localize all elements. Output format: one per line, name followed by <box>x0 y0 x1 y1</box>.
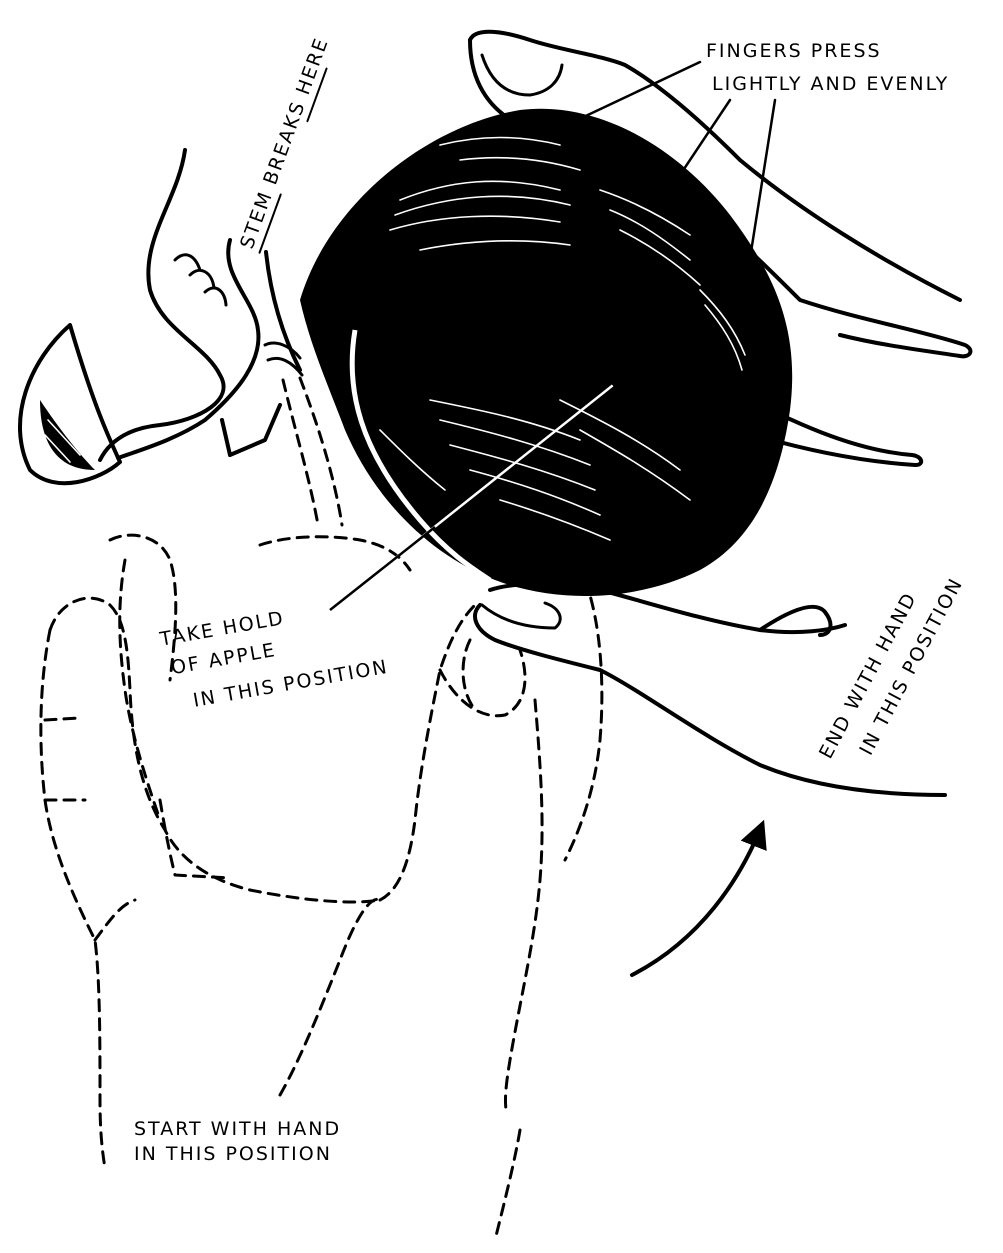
start-with-line1: START WITH HAND <box>134 1118 341 1140</box>
start-with-line2: IN THIS POSITION <box>134 1143 332 1165</box>
apple <box>300 109 792 596</box>
arrow-rotation <box>632 825 762 975</box>
stem-breaks-text: STEM BREAKS HERE <box>236 34 333 251</box>
stem-breaks-label: STEM BREAKS HERE <box>236 34 336 252</box>
take-hold-label: TAKE HOLD OF APPLE IN THIS POSITION <box>157 591 390 716</box>
end-with-label: END WITH HAND IN THIS POSITION <box>815 558 968 778</box>
leaf <box>20 325 120 483</box>
fingers-press-line2: LIGHTLY AND EVENLY <box>712 73 949 95</box>
arrow-fingers-1 <box>556 62 700 130</box>
dashed-stem <box>283 378 342 525</box>
fingers-press-line1: FINGERS PRESS <box>706 40 882 62</box>
apple-stem <box>265 252 302 375</box>
